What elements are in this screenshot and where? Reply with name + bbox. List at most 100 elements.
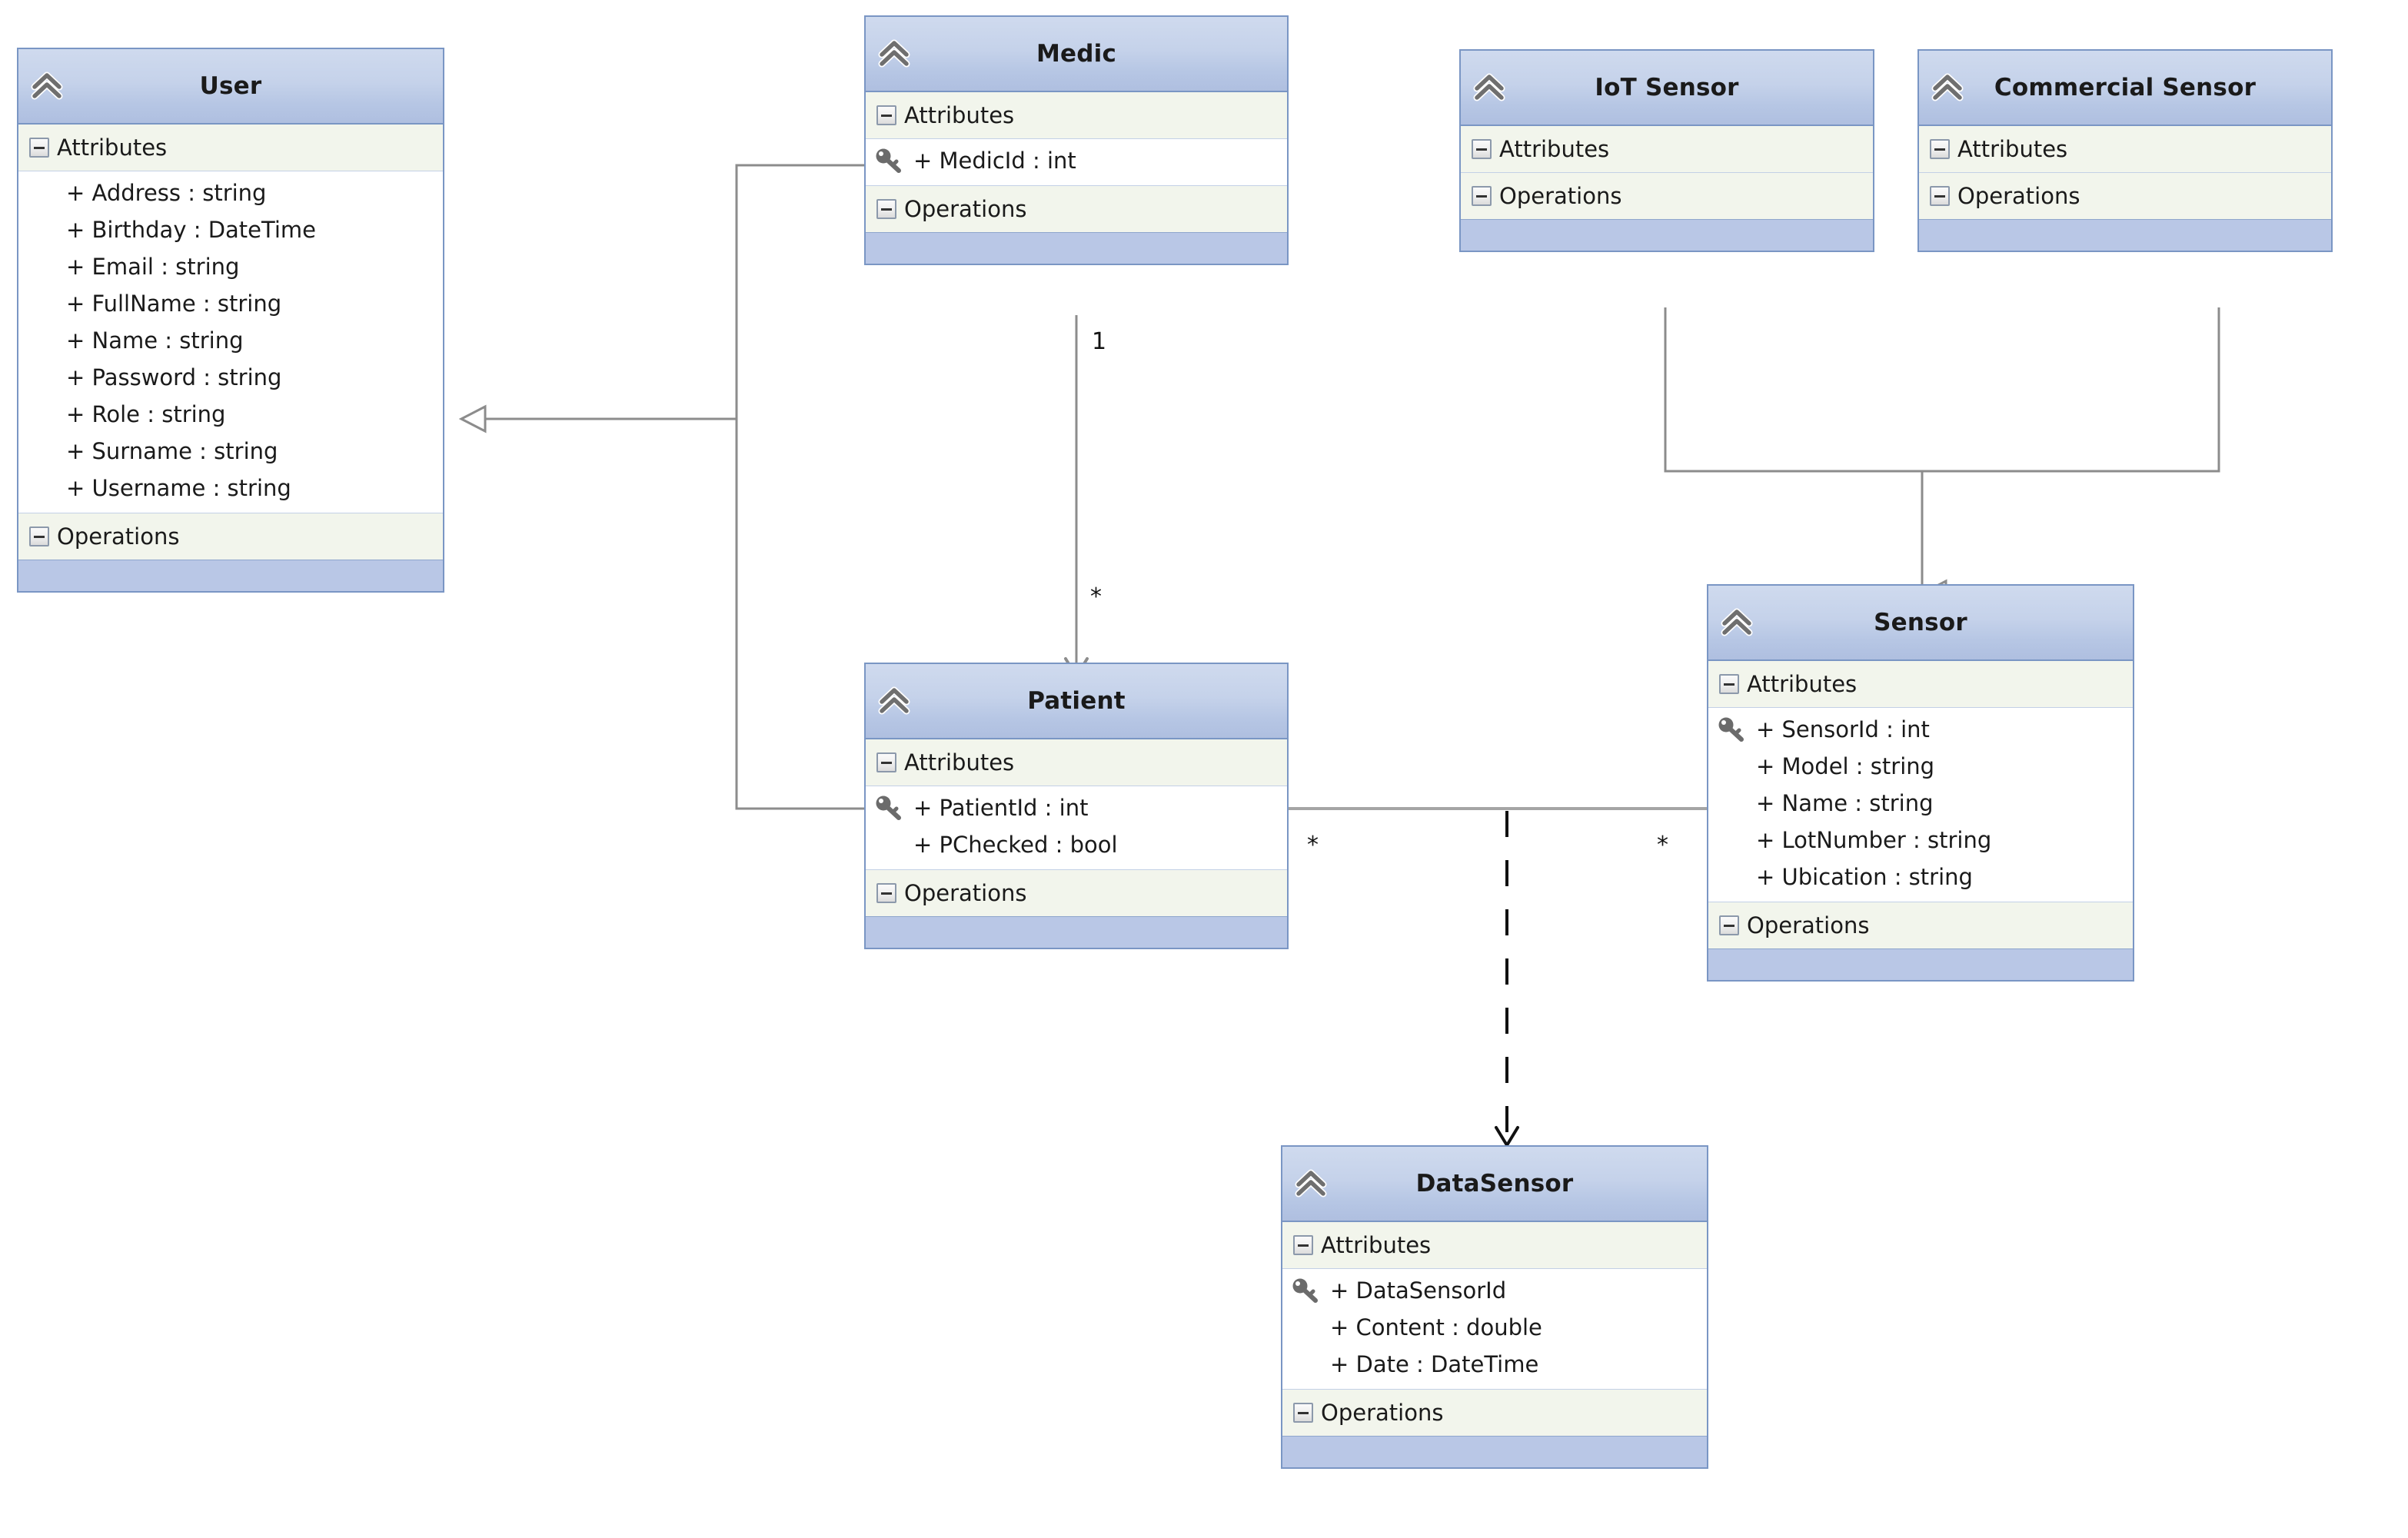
minus-box-icon[interactable] bbox=[1472, 186, 1492, 206]
uml-class-sensor[interactable]: Sensor Attributes + SensorId : int + Mod… bbox=[1707, 584, 2134, 982]
double-chevron-icon bbox=[1719, 605, 1754, 640]
attributes-label-medic: Attributes bbox=[904, 102, 1015, 128]
class-header-commercial-sensor: Commercial Sensor bbox=[1919, 51, 2331, 126]
operations-compartment-header-user[interactable]: Operations bbox=[18, 513, 443, 560]
uml-class-medic[interactable]: Medic Attributes + MedicId : int bbox=[864, 15, 1289, 265]
attribute-row: + Birthday : DateTime bbox=[66, 217, 316, 243]
class-name-user: User bbox=[199, 72, 262, 100]
attribute-row-keyed: + SensorId : int bbox=[1708, 711, 2133, 748]
operations-label-user: Operations bbox=[57, 523, 180, 550]
minus-box-icon[interactable] bbox=[876, 752, 896, 772]
minus-box-icon[interactable] bbox=[876, 199, 896, 219]
key-icon bbox=[873, 148, 907, 174]
operations-compartment-header-patient[interactable]: Operations bbox=[866, 870, 1287, 916]
operations-compartment-header-datasensor[interactable]: Operations bbox=[1282, 1390, 1707, 1436]
class-name-patient: Patient bbox=[1027, 687, 1126, 715]
attributes-list-medic: + MedicId : int bbox=[866, 139, 1287, 186]
operations-compartment-header-medic[interactable]: Operations bbox=[866, 186, 1287, 232]
attribute-row: + Role : string bbox=[66, 401, 226, 427]
class-name-datasensor: DataSensor bbox=[1415, 1170, 1574, 1198]
operations-label-iot-sensor: Operations bbox=[1499, 183, 1622, 209]
minus-box-icon[interactable] bbox=[1719, 915, 1739, 935]
class-footer-commercial-sensor bbox=[1919, 219, 2331, 251]
attribute-row: + FullName : string bbox=[66, 291, 282, 317]
class-name-iot-sensor: IoT Sensor bbox=[1595, 74, 1739, 101]
minus-box-icon[interactable] bbox=[29, 138, 49, 158]
minus-box-icon[interactable] bbox=[876, 883, 896, 903]
attribute-row: + Password : string bbox=[66, 364, 282, 390]
attribute-text: + DataSensorId bbox=[1330, 1277, 1507, 1304]
attributes-label-commercial-sensor: Attributes bbox=[1957, 136, 2068, 162]
uml-class-user[interactable]: User Attributes + Address : string + Bir… bbox=[17, 48, 444, 593]
attribute-row: + Address : string bbox=[66, 180, 267, 206]
attributes-compartment-header-medic[interactable]: Attributes bbox=[866, 92, 1287, 139]
minus-box-icon[interactable] bbox=[876, 105, 896, 125]
attributes-label-sensor: Attributes bbox=[1747, 671, 1858, 697]
double-chevron-icon bbox=[876, 683, 912, 719]
class-footer-sensor bbox=[1708, 948, 2133, 980]
uml-class-commercial-sensor[interactable]: Commercial Sensor Attributes Operations bbox=[1917, 49, 2333, 252]
class-header-user: User bbox=[18, 49, 443, 125]
connector-sensors-generalize-sensor bbox=[1664, 307, 2220, 608]
attributes-label-iot-sensor: Attributes bbox=[1499, 136, 1610, 162]
attributes-compartment-header-patient[interactable]: Attributes bbox=[866, 739, 1287, 786]
uml-class-iot-sensor[interactable]: IoT Sensor Attributes Operations bbox=[1459, 49, 1874, 252]
attributes-list-sensor: + SensorId : int + Model : string + Name… bbox=[1708, 708, 2133, 902]
double-chevron-icon bbox=[1472, 70, 1507, 105]
attributes-compartment-header-sensor[interactable]: Attributes bbox=[1708, 661, 2133, 708]
double-chevron-icon bbox=[876, 36, 912, 71]
operations-compartment-header-commercial-sensor[interactable]: Operations bbox=[1919, 173, 2331, 219]
class-footer-iot-sensor bbox=[1461, 219, 1873, 251]
minus-box-icon[interactable] bbox=[1293, 1403, 1313, 1423]
uml-class-datasensor[interactable]: DataSensor Attributes + DataSensorId + C… bbox=[1281, 1145, 1708, 1469]
attributes-compartment-header-commercial-sensor[interactable]: Attributes bbox=[1919, 126, 2331, 173]
attribute-row-keyed: + MedicId : int bbox=[866, 142, 1287, 179]
class-name-medic: Medic bbox=[1036, 40, 1117, 68]
class-header-datasensor: DataSensor bbox=[1282, 1147, 1707, 1222]
class-header-medic: Medic bbox=[866, 17, 1287, 92]
class-header-iot-sensor: IoT Sensor bbox=[1461, 51, 1873, 126]
connector-medic-generalizes-user bbox=[458, 164, 864, 433]
key-icon bbox=[1290, 1277, 1324, 1304]
key-icon bbox=[1716, 716, 1750, 742]
operations-label-medic: Operations bbox=[904, 196, 1027, 222]
attributes-compartment-header-datasensor[interactable]: Attributes bbox=[1282, 1222, 1707, 1269]
attribute-row: + Surname : string bbox=[66, 438, 278, 464]
class-footer-datasensor bbox=[1282, 1436, 1707, 1467]
multiplicity-patient-sensor-left: * bbox=[1307, 832, 1319, 859]
attribute-row: + Name : string bbox=[1756, 790, 1934, 816]
class-footer-medic bbox=[866, 232, 1287, 264]
attribute-row: + Name : string bbox=[66, 327, 244, 354]
minus-box-icon[interactable] bbox=[1719, 674, 1739, 694]
uml-class-patient[interactable]: Patient Attributes + PatientId : int + P… bbox=[864, 663, 1289, 949]
minus-box-icon[interactable] bbox=[1930, 139, 1950, 159]
minus-box-icon[interactable] bbox=[1930, 186, 1950, 206]
class-header-sensor: Sensor bbox=[1708, 586, 2133, 661]
key-icon bbox=[873, 795, 907, 821]
attributes-label-patient: Attributes bbox=[904, 749, 1015, 776]
attribute-text: + SensorId : int bbox=[1756, 716, 1930, 742]
class-name-commercial-sensor: Commercial Sensor bbox=[1994, 74, 2257, 101]
attribute-row-keyed: + PatientId : int bbox=[866, 789, 1287, 826]
operations-compartment-header-iot-sensor[interactable]: Operations bbox=[1461, 173, 1873, 219]
multiplicity-patient-sensor-right: * bbox=[1657, 832, 1668, 859]
minus-box-icon[interactable] bbox=[1472, 139, 1492, 159]
attribute-row-keyed: + DataSensorId bbox=[1282, 1272, 1707, 1309]
attributes-list-patient: + PatientId : int + PChecked : bool bbox=[866, 786, 1287, 870]
attributes-compartment-header-iot-sensor[interactable]: Attributes bbox=[1461, 126, 1873, 173]
attribute-row: + LotNumber : string bbox=[1756, 827, 1992, 853]
minus-box-icon[interactable] bbox=[29, 527, 49, 546]
attribute-row: + Date : DateTime bbox=[1330, 1351, 1539, 1377]
minus-box-icon[interactable] bbox=[1293, 1235, 1313, 1255]
attributes-list-user: + Address : string + Birthday : DateTime… bbox=[18, 171, 443, 513]
operations-compartment-header-sensor[interactable]: Operations bbox=[1708, 902, 2133, 948]
attribute-row: + Email : string bbox=[66, 254, 240, 280]
multiplicity-patient-end: * bbox=[1090, 583, 1102, 610]
class-header-patient: Patient bbox=[866, 664, 1287, 739]
attributes-compartment-header-user[interactable]: Attributes bbox=[18, 125, 443, 171]
double-chevron-icon bbox=[1930, 70, 1965, 105]
double-chevron-icon bbox=[1293, 1166, 1329, 1201]
attribute-row: + Ubication : string bbox=[1756, 864, 1973, 890]
class-name-sensor: Sensor bbox=[1874, 609, 1967, 636]
attribute-row: + Username : string bbox=[66, 475, 291, 501]
